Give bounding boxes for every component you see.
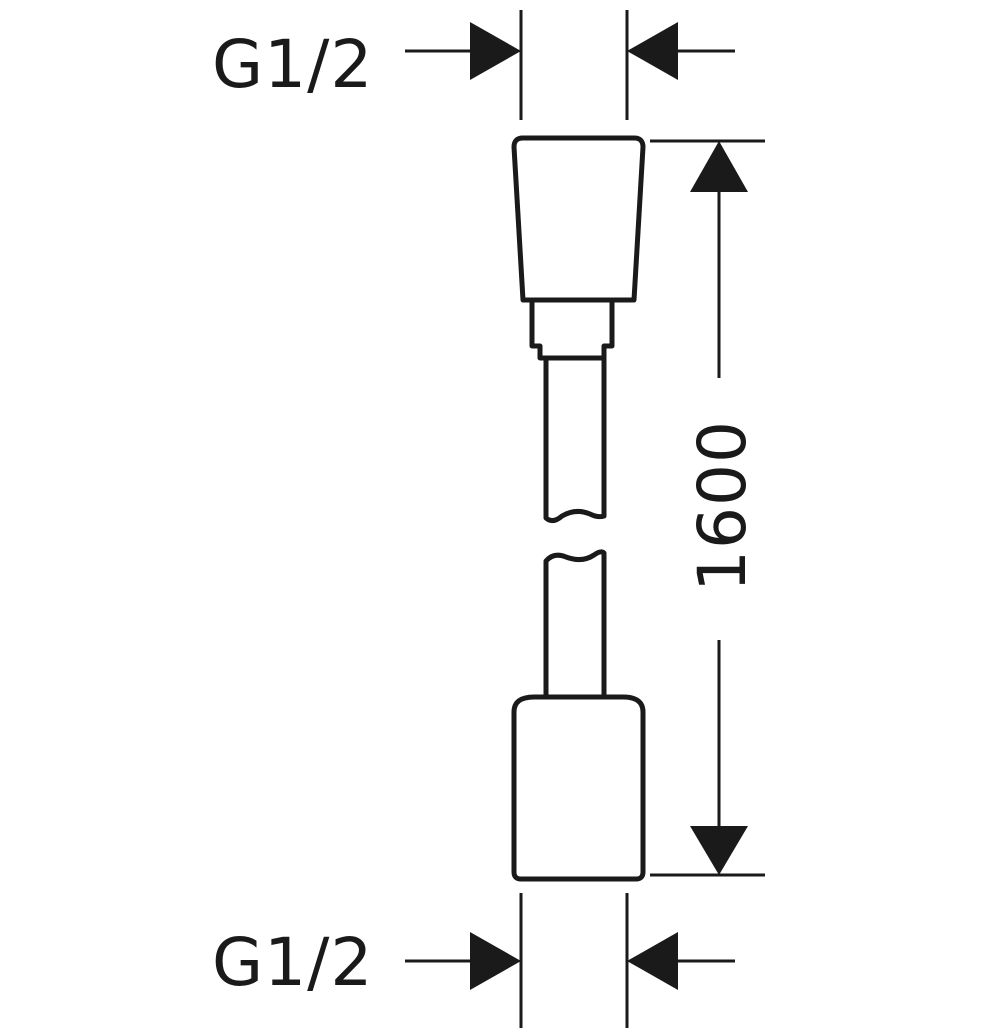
lower-hose-assembly bbox=[511, 549, 646, 882]
bottom-thread-dimension: G1/2 bbox=[212, 893, 735, 1028]
top-thread-dimension: G1/2 bbox=[212, 10, 735, 120]
top-sleeve bbox=[529, 297, 615, 361]
length-label: 1600 bbox=[684, 420, 761, 592]
bottom-right-arrowhead bbox=[627, 932, 678, 990]
lower-hose-segment bbox=[543, 549, 607, 700]
upper-hose-assembly bbox=[511, 135, 646, 524]
top-conical-nut bbox=[511, 135, 646, 303]
bottom-left-arrowhead bbox=[470, 932, 521, 990]
upper-hose-segment bbox=[543, 355, 607, 524]
length-bottom-arrowhead bbox=[690, 826, 748, 875]
bottom-nut bbox=[511, 694, 646, 882]
top-right-arrowhead bbox=[627, 22, 678, 80]
length-dimension: 1600 bbox=[650, 139, 765, 877]
top-left-arrowhead bbox=[470, 22, 521, 80]
top-thread-label: G1/2 bbox=[212, 26, 373, 103]
length-top-arrowhead bbox=[690, 141, 748, 192]
bottom-thread-label: G1/2 bbox=[212, 924, 373, 1001]
